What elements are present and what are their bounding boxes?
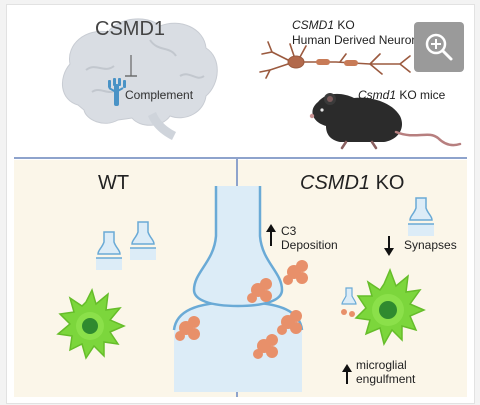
complement-label: Complement <box>125 88 194 102</box>
complement-cluster <box>253 334 278 359</box>
small-synapse-ko <box>408 197 434 236</box>
brain-icon <box>62 18 218 140</box>
up-arrow-icon <box>342 364 352 384</box>
ko-title-suffix: KO <box>370 172 405 194</box>
small-synapse-wt-1 <box>96 231 122 270</box>
small-synapse-wt-2 <box>130 221 156 260</box>
complement-cluster <box>277 310 302 335</box>
engulfment-label: engulfment <box>356 372 416 386</box>
neuron-label: CSMD1 KO <box>292 18 355 32</box>
down-arrow-icon <box>384 236 394 256</box>
up-arrow-icon <box>266 224 276 246</box>
zoom-button[interactable] <box>414 22 464 72</box>
central-synapse <box>172 186 304 392</box>
synapses-label: Synapses <box>404 238 457 252</box>
c3-label: C3 <box>281 224 297 238</box>
deposition-label: Deposition <box>281 238 338 252</box>
mice-label: Csmd1 KO mice <box>358 88 445 102</box>
csmd1-gene-label: CSMD1 <box>95 18 166 40</box>
neuron-label-gene: CSMD1 <box>292 18 335 32</box>
neuron-label-suffix: KO <box>334 18 355 32</box>
ko-title-gene: CSMD1 <box>300 172 371 194</box>
microglia-icon <box>354 267 426 346</box>
complement-receptor-icon <box>108 55 137 106</box>
wt-title: WT <box>98 172 130 194</box>
microglia-icon <box>56 287 126 360</box>
complement-cluster <box>247 278 272 303</box>
mouse-icon <box>309 93 462 150</box>
mice-label-suffix: KO mice <box>396 88 446 102</box>
zoom-in-icon <box>425 33 453 61</box>
neuron-icon <box>259 41 411 79</box>
engulfed-synapse <box>341 287 357 317</box>
ko-title: CSMD1 KO <box>300 172 404 195</box>
neuron-label-line2: Human Derived Neurons <box>292 33 425 47</box>
microglial-label: microglial <box>356 358 407 372</box>
complement-cluster <box>283 260 308 285</box>
mice-label-gene: Csmd1 <box>358 88 397 102</box>
complement-cluster <box>175 316 200 341</box>
